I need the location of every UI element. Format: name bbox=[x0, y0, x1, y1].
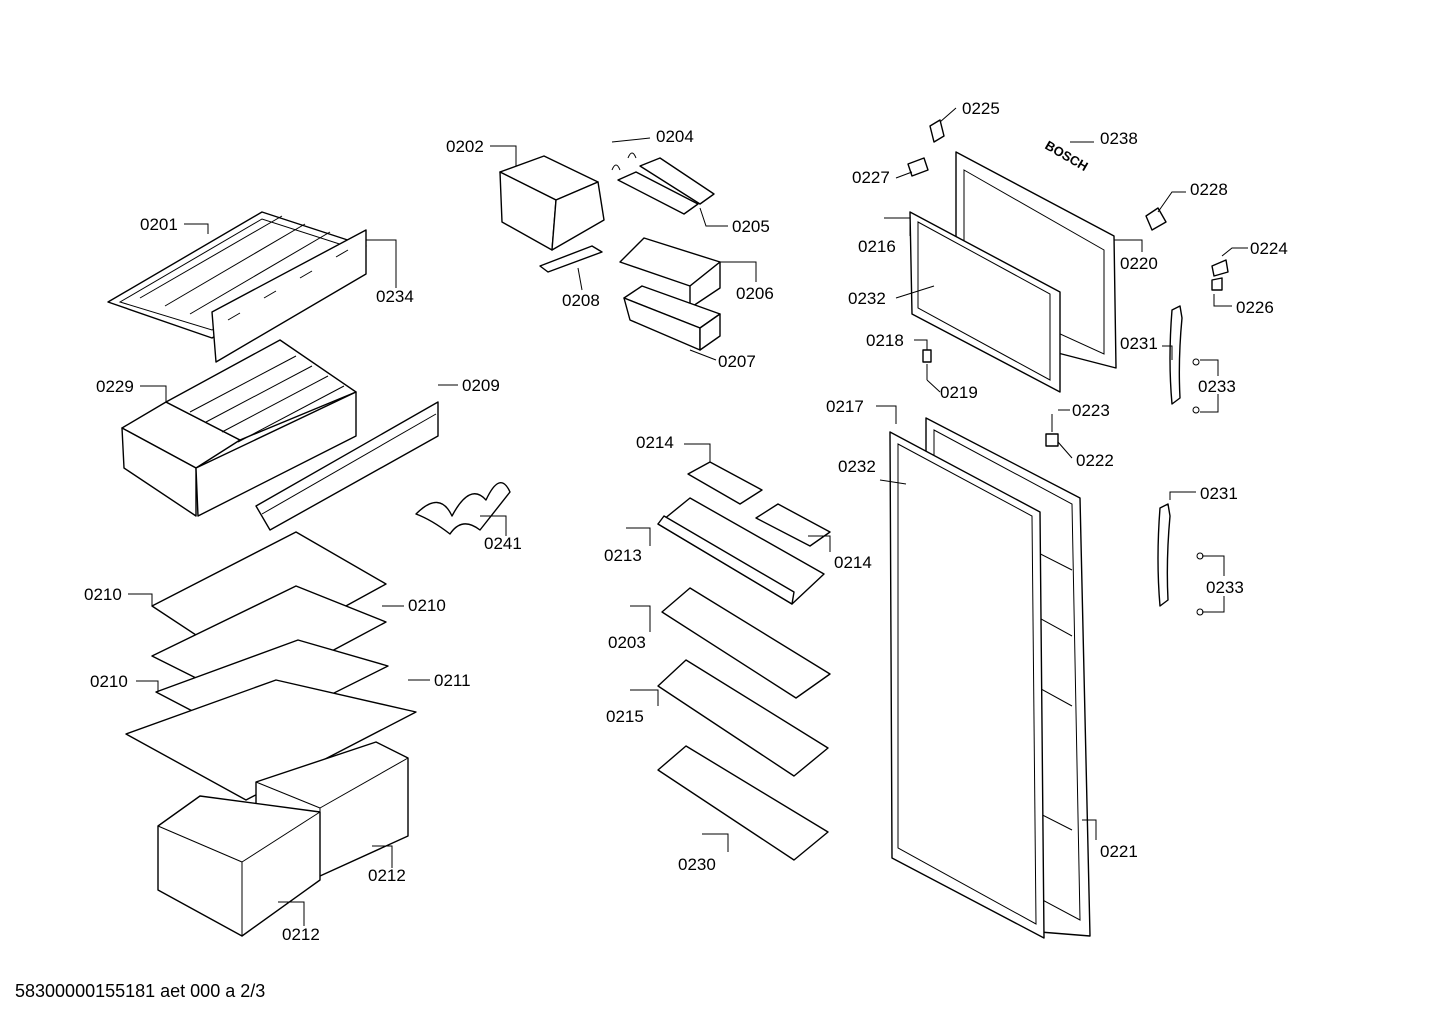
callout-0222: 0222 bbox=[1076, 451, 1114, 470]
part-hinge-pin-cover bbox=[1211, 259, 1229, 291]
callout-0231-a: 0231 bbox=[1120, 334, 1158, 353]
callout-0230: 0230 bbox=[678, 855, 716, 874]
part-bottle-rack bbox=[415, 482, 511, 535]
callout-0212-b: 0212 bbox=[282, 925, 320, 944]
callout-0210-c: 0210 bbox=[90, 672, 128, 691]
part-hinge-top bbox=[929, 119, 945, 143]
part-front-panel bbox=[211, 229, 367, 363]
callout-0210-b: 0210 bbox=[408, 596, 446, 615]
part-ice-tray-1 bbox=[617, 171, 699, 215]
callout-0233-a: 0233 bbox=[1198, 377, 1236, 396]
callout-0231-b: 0231 bbox=[1200, 484, 1238, 503]
callout-0229: 0229 bbox=[96, 377, 134, 396]
part-pins bbox=[611, 152, 637, 171]
part-egg-tray-1 bbox=[687, 461, 763, 505]
callout-0212-a: 0212 bbox=[368, 866, 406, 885]
callout-0201: 0201 bbox=[140, 215, 178, 234]
part-bush bbox=[922, 349, 932, 380]
callout-0208: 0208 bbox=[562, 291, 600, 310]
part-cover-strip bbox=[255, 401, 439, 531]
part-door-shelf-2 bbox=[661, 587, 831, 699]
callout-0227: 0227 bbox=[852, 168, 890, 187]
callout-0226: 0226 bbox=[1236, 298, 1274, 317]
callout-0217: 0217 bbox=[826, 397, 864, 416]
part-fridge-gasket bbox=[889, 431, 1045, 939]
part-handle-lower bbox=[1157, 503, 1171, 607]
callout-0233-b: 0233 bbox=[1206, 578, 1244, 597]
callout-0206: 0206 bbox=[736, 284, 774, 303]
part-screw-and-block bbox=[1045, 414, 1059, 447]
part-label-strip bbox=[539, 245, 603, 273]
callout-0221: 0221 bbox=[1100, 842, 1138, 861]
part-handle-upper bbox=[1169, 305, 1183, 405]
part-screw-caps-lower bbox=[1196, 552, 1204, 616]
part-freezer-compartment bbox=[499, 155, 605, 251]
callout-0204: 0204 bbox=[656, 127, 694, 146]
callout-0209: 0209 bbox=[462, 376, 500, 395]
part-ice-tray-2 bbox=[639, 157, 715, 205]
part-glass-cover bbox=[125, 679, 417, 801]
callout-0234: 0234 bbox=[376, 287, 414, 306]
part-drawer bbox=[121, 339, 357, 517]
part-ice-bin bbox=[623, 285, 721, 351]
callout-0238: 0238 bbox=[1100, 129, 1138, 148]
part-freezer-gasket bbox=[909, 211, 1061, 393]
leader-lines bbox=[128, 107, 1248, 926]
callout-0207: 0207 bbox=[718, 352, 756, 371]
part-hinge-cover bbox=[907, 157, 929, 177]
part-screw-caps-upper bbox=[1192, 358, 1200, 414]
part-door-shelf-4 bbox=[657, 745, 829, 861]
callout-0232-a: 0232 bbox=[848, 289, 886, 308]
callout-0218: 0218 bbox=[866, 331, 904, 350]
callout-0205: 0205 bbox=[732, 217, 770, 236]
part-hinge-right bbox=[1145, 207, 1167, 231]
part-crisper-drawer-left bbox=[157, 795, 321, 937]
callout-labels: 0201 0234 0229 0209 0241 0210 0210 0210 … bbox=[84, 99, 1288, 944]
callout-0225: 0225 bbox=[962, 99, 1000, 118]
callout-0215: 0215 bbox=[606, 707, 644, 726]
callout-0213: 0213 bbox=[604, 546, 642, 565]
part-ice-holder bbox=[619, 237, 721, 309]
part-door-shelf-1 bbox=[657, 497, 825, 605]
callout-0216: 0216 bbox=[858, 237, 896, 256]
callout-0214-a: 0214 bbox=[636, 433, 674, 452]
callout-0219: 0219 bbox=[940, 383, 978, 402]
callout-0203: 0203 bbox=[608, 633, 646, 652]
callout-0241: 0241 bbox=[484, 534, 522, 553]
callout-0210-a: 0210 bbox=[84, 585, 122, 604]
part-door-shelf-3 bbox=[657, 659, 829, 777]
document-footer-id: 58300000155181 aet 000 a 2/3 bbox=[15, 981, 266, 1001]
callout-0202: 0202 bbox=[446, 137, 484, 156]
part-egg-tray-2 bbox=[755, 503, 831, 547]
callout-0214-b: 0214 bbox=[834, 553, 872, 572]
callout-0223: 0223 bbox=[1072, 401, 1110, 420]
bosch-logo: BOSCH bbox=[1043, 138, 1091, 174]
svg-text:BOSCH: BOSCH bbox=[1043, 138, 1091, 174]
callout-0220: 0220 bbox=[1120, 254, 1158, 273]
callout-0232-b: 0232 bbox=[838, 457, 876, 476]
callout-0228: 0228 bbox=[1190, 180, 1228, 199]
callout-0224: 0224 bbox=[1250, 239, 1288, 258]
callout-0211: 0211 bbox=[434, 671, 471, 690]
